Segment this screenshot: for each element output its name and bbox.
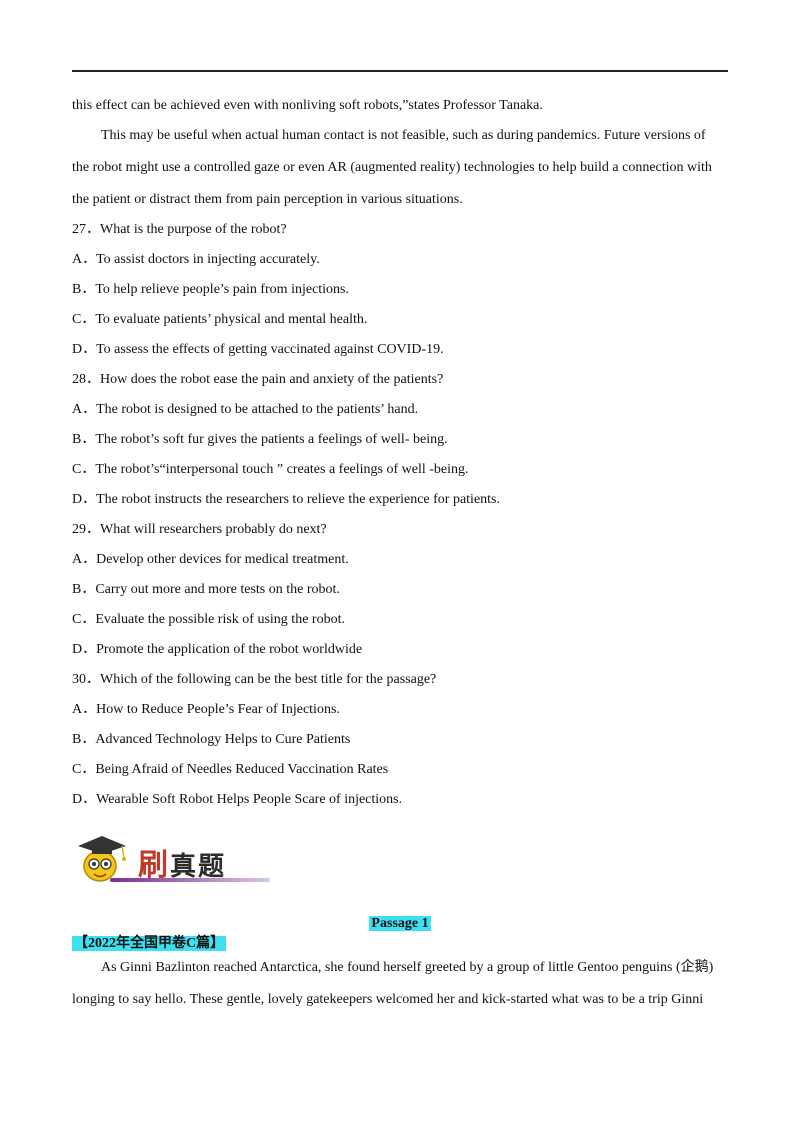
question-30-option-a: A．How to Reduce People’s Fear of Injecti… xyxy=(72,702,340,717)
passage1-line: As Ginni Bazlinton reached Antarctica, s… xyxy=(101,960,714,975)
question-27-option-a: A．To assist doctors in injecting accurat… xyxy=(72,252,320,267)
question-29-option-b: B．Carry out more and more tests on the r… xyxy=(72,582,340,597)
question-27-stem: 27．What is the purpose of the robot? xyxy=(72,222,287,237)
section-banner xyxy=(70,826,270,888)
passage-line: the robot might use a controlled gaze or… xyxy=(72,160,712,175)
banner-underline xyxy=(110,878,270,882)
passage-heading: Passage 1 xyxy=(369,916,431,931)
question-27-option-b: B．To help relieve people’s pain from inj… xyxy=(72,282,350,297)
question-29-stem: 29．What will researchers probably do nex… xyxy=(72,522,327,537)
question-28-option-c: C．The robot’s“interpersonal touch ” crea… xyxy=(72,462,469,477)
passage-heading-row: Passage 1 xyxy=(0,915,800,933)
graduate-mascot-icon xyxy=(78,836,126,882)
passage1-line: longing to say hello. These gentle, love… xyxy=(72,992,704,1007)
question-27-option-d: D．To assess the effects of getting vacci… xyxy=(72,342,444,357)
question-28-option-b: B．The robot’s soft fur gives the patient… xyxy=(72,432,448,447)
question-28-stem: 28．How does the robot ease the pain and … xyxy=(72,372,444,387)
source-tag-row: 【2022年全国甲卷C篇】 xyxy=(72,935,227,953)
passage-line: this effect can be achieved even with no… xyxy=(72,98,543,113)
passage-line: This may be useful when actual human con… xyxy=(101,128,706,143)
source-tag: 【2022年全国甲卷C篇】 xyxy=(72,936,227,951)
header-rule xyxy=(72,70,728,72)
question-30-option-d: D．Wearable Soft Robot Helps People Scare… xyxy=(72,792,403,807)
question-27-option-c: C．To evaluate patients’ physical and men… xyxy=(72,312,368,327)
question-28-option-d: D．The robot instructs the researchers to… xyxy=(72,492,500,507)
question-30-option-b: B．Advanced Technology Helps to Cure Pati… xyxy=(72,732,351,747)
banner-rest: 真题 xyxy=(170,852,227,882)
question-29-option-a: A．Develop other devices for medical trea… xyxy=(72,552,349,567)
question-29-option-d: D．Promote the application of the robot w… xyxy=(72,642,363,657)
question-30-option-c: C．Being Afraid of Needles Reduced Vaccin… xyxy=(72,762,389,777)
question-28-option-a: A．The robot is designed to be attached t… xyxy=(72,402,419,417)
banner-first-char: 刷 xyxy=(138,848,170,883)
question-30-stem: 30．Which of the following can be the bes… xyxy=(72,672,437,687)
banner-title: 刷真题 xyxy=(138,840,226,884)
question-29-option-c: C．Evaluate the possible risk of using th… xyxy=(72,612,345,627)
passage-line: the patient or distract them from pain p… xyxy=(72,192,463,207)
